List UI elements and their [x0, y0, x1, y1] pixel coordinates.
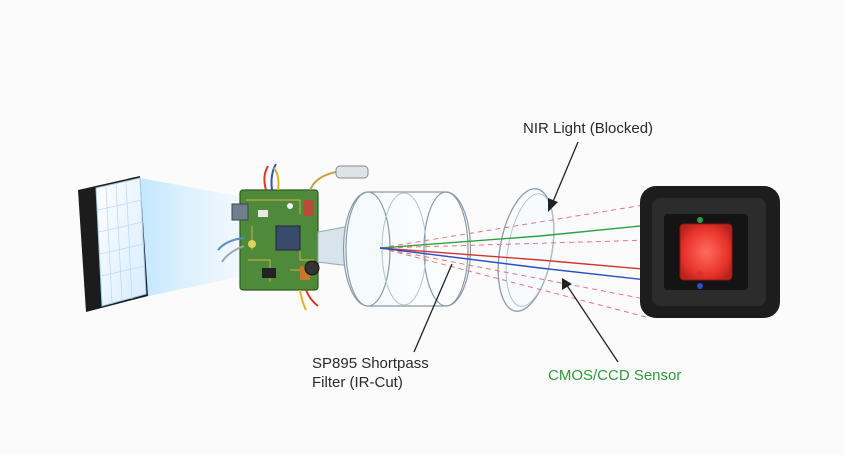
arrowhead-nir: [548, 198, 558, 212]
leader-filter: [413, 263, 453, 353]
filter-label: SP895 Shortpass Filter (IR-Cut): [312, 354, 429, 392]
arrowhead-sensor: [562, 278, 572, 290]
sensor-label: CMOS/CCD Sensor: [548, 367, 682, 384]
shortpass-filter-icon: [497, 188, 555, 312]
nir-light-label: NIR Light (Blocked): [523, 120, 654, 137]
filter-label-line1: SP895 Shortpass: [312, 355, 429, 372]
leader-nir: [551, 141, 579, 205]
filter-label-line2: Filter (IR-Cut): [312, 374, 403, 391]
lens-barrel-icon: [317, 191, 471, 307]
led-panel-icon: [78, 176, 148, 312]
circuit-board-icon: [217, 163, 369, 311]
leader-sensor: [565, 283, 619, 363]
image-sensor-icon: [640, 186, 780, 318]
